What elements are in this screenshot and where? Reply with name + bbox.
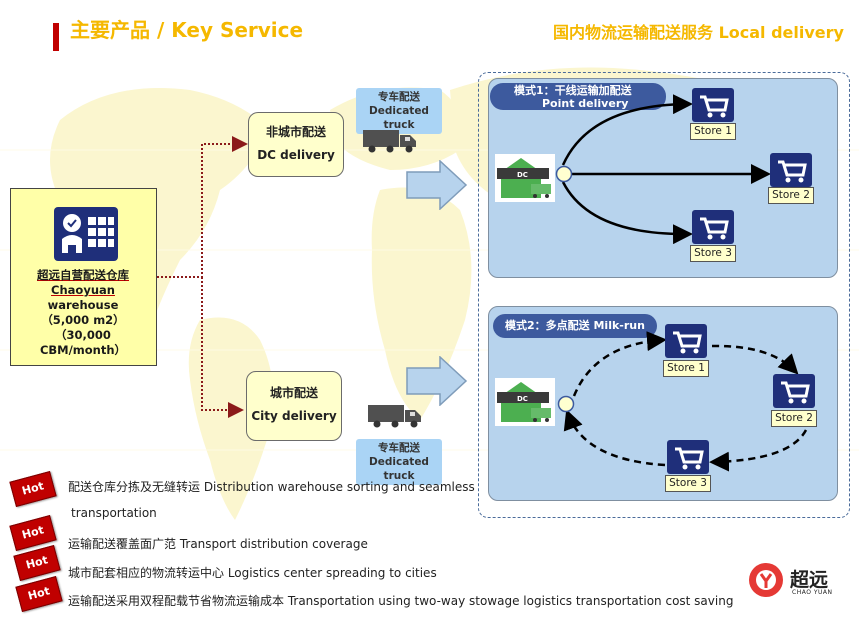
- hot-item-4: 运输配送采用双程配载节省物流运输成本 Transportation using …: [68, 594, 734, 608]
- mode1-store3-cart-icon: [692, 210, 734, 244]
- mode1-dc-node: [555, 165, 573, 183]
- mode1-subtitle: Point delivery: [542, 97, 629, 110]
- warehouse-name-cn: 超远自营配送仓库: [37, 268, 129, 282]
- warehouse-capacity-unit: CBM/month）: [39, 343, 127, 357]
- hot-item-3: 城市配套相应的物流转运中心 Logistics center spreading…: [68, 566, 437, 580]
- mode2-store1-label: Store 1: [663, 360, 709, 377]
- mode1-store1-cart-icon: [692, 88, 734, 122]
- hot-item-1: 配送仓库分拣及无缝转运 Distribution warehouse sorti…: [68, 480, 475, 494]
- warehouse-icon: [54, 207, 118, 261]
- arrow-to-mode2: [406, 356, 468, 406]
- mode2-title-pill: 模式2：多点配送 Milk-run: [493, 314, 657, 338]
- mode2-store3-cart-icon: [667, 440, 709, 474]
- title-accent-bar: [53, 23, 59, 51]
- dc-delivery-box: 非城市配送 DC delivery: [248, 112, 344, 177]
- delivery-modes-container: [478, 72, 850, 518]
- truck-label-top-cn: 专车配送: [378, 91, 420, 103]
- chaoyuan-logo-icon: [749, 563, 783, 597]
- mode1-store2-label: Store 2: [768, 187, 814, 204]
- logo-subtitle: CHAO YUAN: [792, 589, 833, 596]
- hot-item-1-continued: transportation: [71, 506, 157, 520]
- city-delivery-box: 城市配送 City delivery: [246, 371, 342, 441]
- mode1-title-pill: 模式1：干线运输加配送 Point delivery: [490, 83, 666, 110]
- truck-label-bottom-cn: 专车配送: [378, 442, 420, 454]
- truck-label-bottom-en: Dedicated truck: [369, 456, 429, 482]
- mode1-dc-warehouse-icon: DC: [495, 154, 555, 202]
- warehouse-area: （5,000 m2）: [41, 313, 125, 327]
- dedicated-truck-label-top: 专车配送 Dedicated truck: [356, 88, 442, 134]
- mode1-store1-label: Store 1: [690, 123, 736, 140]
- arrow-to-mode1: [406, 160, 468, 210]
- city-delivery-en: City delivery: [251, 409, 337, 423]
- dc-delivery-en: DC delivery: [257, 148, 335, 162]
- warehouse-name-en: Chaoyuan: [51, 283, 115, 297]
- mode2-store1-cart-icon: [665, 324, 707, 358]
- truck-icon-bottom: [368, 405, 421, 428]
- mode2-dc-label: DC: [517, 395, 528, 403]
- mode1-title: 模式1：干线运输加配送: [514, 84, 632, 97]
- mode1-store3-label: Store 3: [690, 245, 736, 262]
- truck-label-top-en: Dedicated truck: [369, 105, 429, 131]
- mode2-dc-node: [557, 395, 575, 413]
- mode2-dc-warehouse-icon: DC: [495, 378, 555, 426]
- mode1-store2-cart-icon: [770, 153, 812, 187]
- mode1-dc-label: DC: [517, 171, 528, 179]
- truck-icon-top: [363, 130, 416, 153]
- mode2-store2-label: Store 2: [771, 410, 817, 427]
- warehouse-type: warehouse: [47, 298, 119, 312]
- section-title-local-delivery: 国内物流运输配送服务 Local delivery: [553, 23, 844, 42]
- hot-item-2: 运输配送覆盖面广范 Transport distribution coverag…: [68, 537, 368, 551]
- mode2-store2-cart-icon: [773, 374, 815, 408]
- city-delivery-cn: 城市配送: [269, 386, 318, 400]
- logo-name: 超远: [790, 569, 829, 591]
- page-title: 主要产品 / Key Service: [70, 18, 304, 42]
- warehouse-capacity: （30,000: [55, 328, 111, 342]
- mode2-store3-label: Store 3: [665, 475, 711, 492]
- dc-delivery-cn: 非城市配送: [265, 125, 326, 139]
- dedicated-truck-label-bottom: 专车配送 Dedicated truck: [356, 439, 442, 485]
- warehouse-description: 超远自营配送仓库 Chaoyuan warehouse （5,000 m2） （…: [12, 268, 154, 358]
